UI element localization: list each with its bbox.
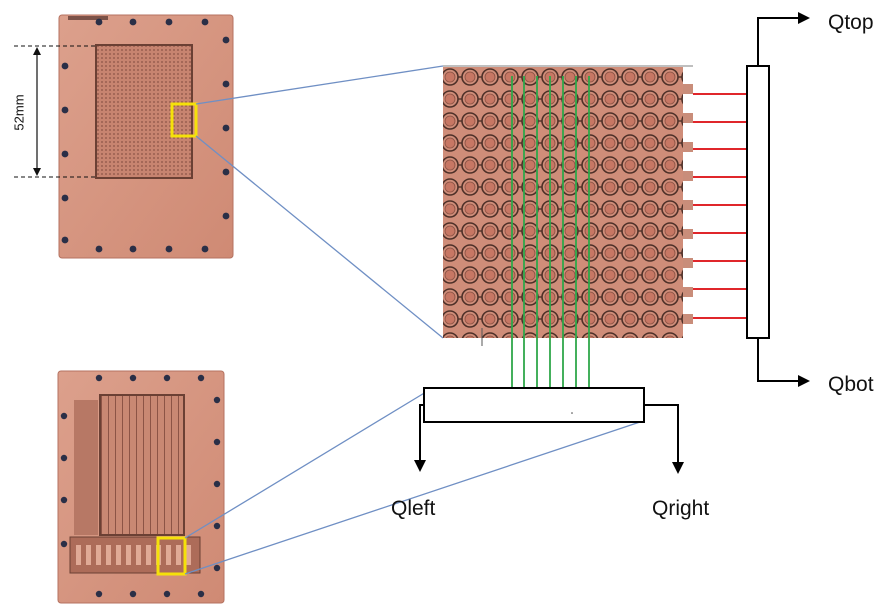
arrow-head-icon (672, 462, 684, 474)
dimension-label: 52mm (12, 93, 27, 133)
qbot-wire (758, 338, 800, 381)
pad-lines-red (693, 94, 747, 318)
qleft-label: Qleft (391, 498, 435, 519)
pad-outputs (683, 84, 693, 324)
strip-board-active-area (100, 395, 184, 535)
pad-board (14, 15, 233, 258)
qtop-wire (758, 18, 800, 66)
horizontal-resistor (424, 388, 644, 422)
qright-wire (644, 405, 678, 462)
horizontal-divider (414, 388, 684, 474)
arrow-head-icon (414, 460, 426, 472)
pad-board-label-strip (68, 16, 108, 20)
zoomed-detector (443, 66, 747, 388)
divider-dot (571, 412, 573, 414)
strip-board (58, 371, 224, 603)
vertical-resistor (747, 66, 769, 338)
arrow-head-icon (798, 12, 810, 24)
strip-board-side-strip (74, 400, 98, 535)
qbot-label: Qbot (828, 374, 874, 395)
qright-label: Qright (652, 498, 709, 519)
pad-board-active-area (96, 45, 192, 178)
qtop-label: Qtop (828, 12, 874, 33)
arrow-head-icon (798, 375, 810, 387)
arrow-head-icon (33, 47, 41, 55)
arrow-head-icon (33, 168, 41, 176)
vertical-divider (747, 12, 810, 387)
